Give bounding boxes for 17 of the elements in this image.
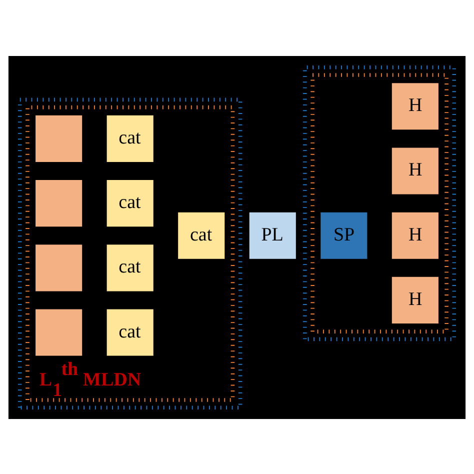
node-box [34, 308, 84, 356]
cluster [303, 65, 456, 341]
node-box: cat [177, 210, 226, 260]
node-box [34, 243, 84, 292]
node-box [34, 114, 84, 162]
node-box: H [390, 275, 440, 324]
node-box: cat [106, 308, 154, 356]
node-box: cat [106, 114, 154, 162]
node-box: SP [320, 210, 368, 260]
cluster [310, 72, 448, 333]
node-box: cat [106, 243, 154, 292]
node-box: H [390, 210, 440, 260]
node-box: PL [248, 210, 297, 260]
node-box [34, 178, 84, 228]
node-box: H [390, 82, 440, 130]
node-box: H [390, 146, 440, 195]
node-box: cat [106, 178, 154, 228]
